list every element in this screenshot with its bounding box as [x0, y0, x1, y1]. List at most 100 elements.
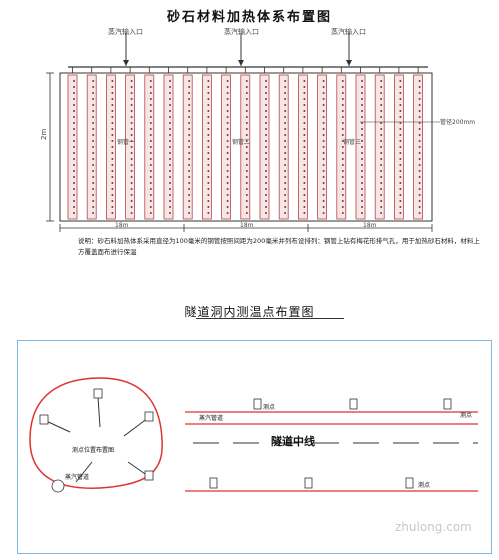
vent-hole: [361, 134, 363, 136]
vent-hole: [188, 122, 191, 124]
vent-hole: [284, 110, 287, 112]
vent-hole: [361, 158, 363, 160]
heating-pipe: [182, 74, 193, 220]
vent-hole: [245, 122, 248, 124]
vent-hole: [207, 200, 210, 202]
vent-hole: [303, 146, 306, 148]
vent-hole: [418, 86, 421, 88]
vent-hole: [284, 212, 287, 214]
vent-hole: [303, 92, 306, 94]
vent-hole: [226, 164, 229, 166]
vent-hole: [284, 182, 287, 184]
vent-hole: [226, 170, 229, 172]
vent-hole: [245, 152, 248, 154]
vent-hole: [303, 116, 306, 118]
vent-hole: [399, 146, 402, 148]
vent-hole: [92, 212, 95, 214]
vent-hole: [341, 170, 344, 172]
section-center-label: 测点位置布置图: [72, 447, 115, 454]
steam-inlet-1: [123, 33, 129, 66]
vent-hole: [188, 200, 191, 202]
vent-hole: [341, 188, 344, 190]
vent-hole: [169, 80, 171, 82]
vent-hole: [418, 188, 421, 190]
vent-hole: [73, 170, 75, 172]
vent-hole: [207, 212, 210, 214]
vent-hole: [169, 128, 171, 130]
vent-hole: [284, 188, 287, 190]
vent-hole: [188, 128, 191, 130]
vent-hole: [418, 140, 421, 142]
vent-hole: [361, 110, 363, 112]
vent-hole: [341, 80, 344, 82]
vent-hole: [265, 128, 267, 130]
vent-hole: [188, 206, 191, 208]
vent-hole: [303, 86, 306, 88]
heating-pipe: [144, 74, 155, 220]
vent-hole: [303, 128, 306, 130]
vent-hole: [92, 104, 95, 106]
vent-hole: [92, 128, 95, 130]
vent-hole: [361, 206, 363, 208]
vent-hole: [169, 122, 171, 124]
vent-hole: [188, 134, 191, 136]
vent-hole: [207, 164, 210, 166]
vent-hole: [418, 170, 421, 172]
vent-hole: [265, 80, 267, 82]
vent-hole: [399, 176, 402, 178]
vent-hole: [418, 152, 421, 154]
vent-hole: [418, 182, 421, 184]
vent-hole: [111, 212, 114, 214]
vent-hole: [111, 134, 114, 136]
vent-hole: [322, 176, 325, 178]
vent-hole: [380, 164, 383, 166]
vent-hole: [226, 134, 229, 136]
vent-hole: [265, 98, 267, 100]
vent-hole: [380, 122, 383, 124]
vent-hole: [92, 158, 95, 160]
vent-hole: [380, 146, 383, 148]
vent-hole: [169, 200, 171, 202]
vent-hole: [380, 110, 383, 112]
vent-hole: [361, 104, 363, 106]
vent-hole: [169, 152, 171, 154]
explanation-note: 说明：砂石料加热体系采用直径为100毫米的钢管按照间距为200毫米并列布设排列：…: [78, 237, 480, 256]
heating-pipe: [163, 74, 174, 220]
vent-hole: [73, 104, 75, 106]
vent-hole: [92, 170, 95, 172]
vent-hole: [322, 110, 325, 112]
vent-hole: [188, 104, 191, 106]
vent-hole: [265, 194, 267, 196]
vent-hole: [361, 140, 363, 142]
vent-hole: [245, 182, 248, 184]
heating-pipe: [278, 74, 289, 220]
vent-hole: [341, 158, 344, 160]
steam-inlet-label-1: 蒸汽输入口: [108, 28, 143, 36]
vent-hole: [92, 98, 95, 100]
vent-hole: [73, 194, 75, 196]
heating-pipe: [67, 74, 78, 220]
vent-hole: [226, 122, 229, 124]
vent-hole: [418, 80, 421, 82]
vent-hole: [265, 152, 267, 154]
vent-hole: [149, 152, 152, 154]
vent-hole: [303, 80, 306, 82]
vent-hole: [418, 206, 421, 208]
vent-hole: [169, 140, 171, 142]
vent-hole: [322, 98, 325, 100]
vent-hole: [73, 86, 75, 88]
vent-hole: [341, 86, 344, 88]
vent-hole: [399, 98, 402, 100]
vent-hole: [245, 170, 248, 172]
vent-hole: [73, 164, 75, 166]
vent-hole: [169, 98, 171, 100]
vent-hole: [265, 92, 267, 94]
vent-hole: [73, 122, 75, 124]
vent-hole: [73, 98, 75, 100]
vent-hole: [418, 146, 421, 148]
vent-hole: [361, 146, 363, 148]
heating-pipe: [317, 74, 328, 220]
vent-hole: [207, 176, 210, 178]
vent-hole: [188, 80, 191, 82]
vent-hole: [265, 170, 267, 172]
